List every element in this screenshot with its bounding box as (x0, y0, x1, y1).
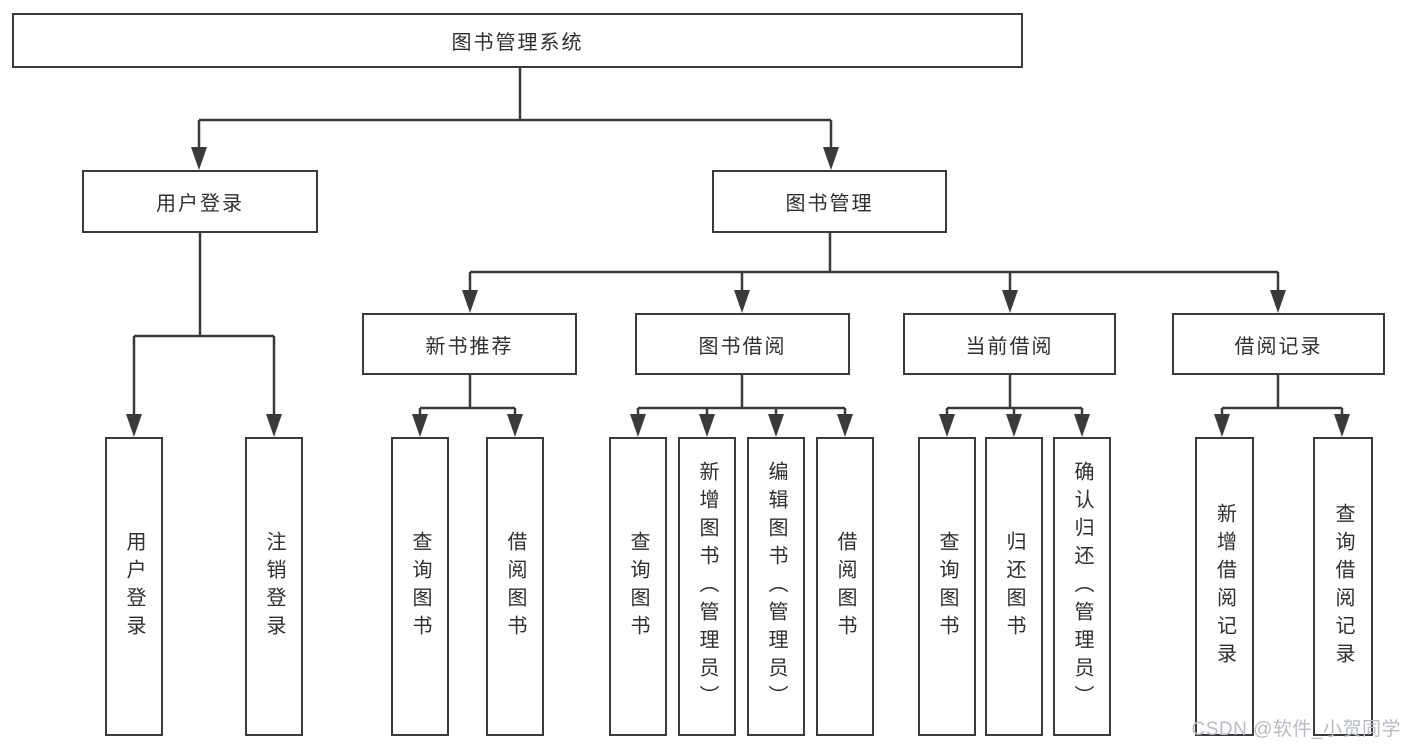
node-current-borrow-label: 当前借阅 (965, 335, 1054, 358)
connector-book-borrow (636, 375, 847, 417)
node-user-login: 用户登录 (82, 170, 318, 233)
leaf-edit-book-admin: 编辑图书（管理员） (747, 437, 805, 736)
leaf-borrow-books-label: 借阅图书 (834, 530, 856, 643)
connector-current-borrow (945, 375, 1084, 417)
leaf-edit-book-admin-label: 编辑图书（管理员） (765, 460, 787, 713)
connector-new-book (418, 375, 517, 417)
arrowheads (126, 147, 1350, 437)
leaf-logout: 注销登录 (245, 437, 303, 736)
leaf-add-borrow-record-label: 新增借阅记录 (1213, 502, 1236, 671)
leaf-query-books-borrow: 查询图书 (609, 437, 667, 736)
leaf-logout-label: 注销登录 (263, 530, 285, 643)
node-user-login-label: 用户登录 (156, 193, 244, 215)
node-borrow-records: 借阅记录 (1172, 313, 1385, 375)
leaf-user-login-label: 用户登录 (123, 530, 145, 643)
leaf-borrow-books-recommend-label: 借阅图书 (504, 530, 526, 643)
leaf-query-books-recommend: 查询图书 (391, 437, 449, 736)
node-root-label: 图书管理系统 (451, 32, 584, 54)
node-root: 图书管理系统 (12, 13, 1023, 68)
leaf-confirm-return-admin: 确认归还（管理员） (1053, 437, 1111, 736)
connector-borrow-records (1220, 375, 1344, 417)
leaf-return-book: 归还图书 (985, 437, 1043, 736)
leaf-user-login: 用户登录 (105, 437, 163, 736)
connector-user-login (132, 233, 276, 417)
connector-book-management (468, 233, 1280, 293)
node-book-borrow-label: 图书借阅 (698, 335, 787, 358)
node-book-management-label: 图书管理 (785, 193, 874, 215)
node-new-book-recommend: 新书推荐 (362, 313, 577, 375)
leaf-query-borrow-record-label: 查询借阅记录 (1332, 502, 1354, 671)
leaf-confirm-return-admin-label: 确认归还（管理员） (1071, 460, 1093, 713)
leaf-query-books-current-label: 查询图书 (936, 530, 958, 643)
leaf-borrow-books-recommend: 借阅图书 (486, 437, 544, 736)
node-current-borrow: 当前借阅 (903, 313, 1116, 375)
connector-root (197, 68, 833, 150)
leaf-add-book-admin-label: 新增图书（管理员） (696, 460, 718, 713)
node-new-book-recommend-label: 新书推荐 (425, 335, 514, 358)
leaf-query-books-current: 查询图书 (918, 437, 976, 736)
node-borrow-records-label: 借阅记录 (1234, 335, 1323, 358)
csdn-watermark: CSDN @软件_小贺同学 (1191, 719, 1401, 740)
leaf-add-borrow-record: 新增借阅记录 (1195, 437, 1254, 736)
leaf-add-book-admin: 新增图书（管理员） (678, 437, 736, 736)
leaf-query-books-recommend-label: 查询图书 (409, 530, 431, 643)
node-book-management: 图书管理 (712, 170, 947, 233)
leaf-borrow-books: 借阅图书 (816, 437, 874, 736)
leaf-return-book-label: 归还图书 (1003, 530, 1025, 643)
node-book-borrow: 图书借阅 (635, 313, 850, 375)
leaf-query-books-borrow-label: 查询图书 (627, 530, 649, 643)
leaf-query-borrow-record: 查询借阅记录 (1313, 437, 1373, 736)
